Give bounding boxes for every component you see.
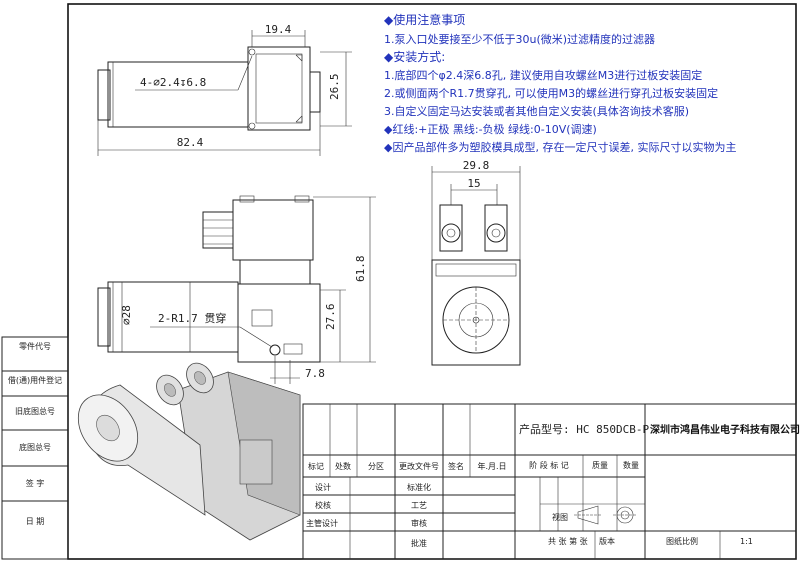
side-label-base: 底图总号: [19, 442, 51, 452]
side-strip-frame: [1, 336, 69, 560]
side-label-sign: 签 字: [26, 478, 45, 488]
dim-27-6: 27.6: [324, 304, 337, 331]
side-label-part-code: 零件代号: [19, 341, 51, 351]
front-view-pump-block: [232, 199, 314, 261]
product-model: 产品型号: HC 850DCB-P: [519, 422, 649, 436]
rev-header-doc: 更改文件号: [399, 461, 439, 471]
side-label-date: 日 期: [26, 517, 45, 526]
front-view: ⌀28 2-R1.7 贯穿 61.8 27.6 7.8: [97, 195, 376, 384]
tb-view-label: 视图: [552, 512, 568, 522]
projection-symbol: [574, 505, 637, 525]
mount-hole-marker: [248, 48, 256, 56]
company-name: 深圳市鸿昌伟业电子科技有限公司: [650, 423, 800, 436]
tb-version: 版本: [599, 536, 615, 546]
right-view-body: [431, 259, 521, 366]
front-view-motor: [107, 281, 239, 353]
note-install-3: 3.自定义固定马达安装或者其他自定义安装(具体咨询技术客服): [384, 104, 689, 118]
rev-header-mark: 标记: [308, 461, 324, 471]
tb-qty: 数量: [623, 460, 639, 470]
right-view: 29.8 15: [431, 159, 521, 366]
side-label-strip: 零件代号 借(通)用件登记 旧底图总号 底图总号 签 字 日 期: [1, 336, 69, 560]
tb-scale-value: 1:1: [740, 537, 753, 546]
tb-approve: 批准: [411, 538, 427, 548]
top-view: 4-⌀2.4↧6.8 19.4 26.5 82.4: [97, 23, 352, 156]
dim-82-4: 82.4: [177, 136, 204, 149]
top-view-motor-cap: [97, 69, 111, 121]
isometric-render: [77, 362, 301, 541]
note-usage-heading: ◆使用注意事项: [384, 12, 465, 27]
front-view-fitting: [202, 211, 234, 249]
rev-header-zone: 分区: [368, 462, 384, 471]
side-label-old-base: 旧底图总号: [15, 406, 55, 416]
dim-26-5: 26.5: [328, 74, 341, 101]
rev-header-sign: 签名: [448, 461, 464, 471]
note-install-heading: ◆安装方式:: [384, 49, 445, 64]
tb-process: 工艺: [411, 501, 427, 510]
hole-callout: 4-⌀2.4↧6.8: [140, 76, 206, 89]
tb-design: 设计: [315, 482, 331, 492]
note-usage-1: 1.泵入口处要接至少不低于30u(微米)过滤精度的过滤器: [384, 32, 655, 46]
tb-stage: 阶 段 标 记: [529, 460, 569, 470]
tb-check: 校核: [315, 500, 331, 510]
tb-supervisor: 主管设计: [306, 518, 338, 528]
top-view-motor: [107, 61, 249, 128]
logo-mark: [251, 309, 273, 327]
top-view-port: [309, 71, 321, 113]
tb-standard: 标准化: [407, 482, 431, 492]
dim-7-8: 7.8: [305, 367, 325, 380]
thru-hole-callout: 2-R1.7 贯穿: [158, 311, 226, 325]
title-block: 标记 处数 分区 更改文件号 签名 年.月.日 设计 校核 主管设计 标准化 工…: [302, 403, 800, 560]
notes-block: ◆使用注意事项 1.泵入口处要接至少不低于30u(微米)过滤精度的过滤器 ◆安装…: [384, 12, 736, 154]
right-view-port-right: [484, 204, 508, 252]
rev-header-count: 处数: [335, 461, 351, 471]
front-view-body: [237, 283, 321, 363]
right-view-port-left: [439, 204, 463, 252]
iso-body: [239, 439, 273, 485]
dim-61-8: 61.8: [354, 256, 367, 283]
note-install-2: 2.或侧面两个R1.7贯穿孔, 可以使用M3的螺丝进行穿孔过板安装固定: [384, 86, 718, 100]
note-wires: ◆红线:+正极 黑线:-负极 绿线:0-10V(调速): [384, 122, 597, 136]
tb-scale-label: 图纸比例: [666, 536, 698, 546]
tb-review: 审核: [411, 518, 427, 528]
side-label-borrow: 借(通)用件登记: [8, 375, 62, 385]
tb-weight: 质量: [592, 460, 608, 470]
dim-diameter-28: ⌀28: [120, 305, 133, 325]
thru-hole-marker: [269, 344, 281, 356]
title-block-frame: [302, 403, 797, 560]
dim-15: 15: [467, 177, 480, 190]
tb-sheets: 共 张 第 张: [548, 536, 588, 546]
mount-hole-marker: [248, 122, 256, 130]
note-install-1: 1.底部四个φ2.4深6.8孔, 建议使用自攻螺丝M3进行过板安装固定: [384, 68, 702, 82]
dim-29-8: 29.8: [463, 159, 490, 172]
note-mold: ◆因产品部件多为塑胶模具成型, 存在一定尺寸误差, 实际尺寸以实物为主: [384, 140, 736, 154]
dim-19-4: 19.4: [265, 23, 292, 36]
rev-header-date: 年.月.日: [477, 461, 506, 471]
